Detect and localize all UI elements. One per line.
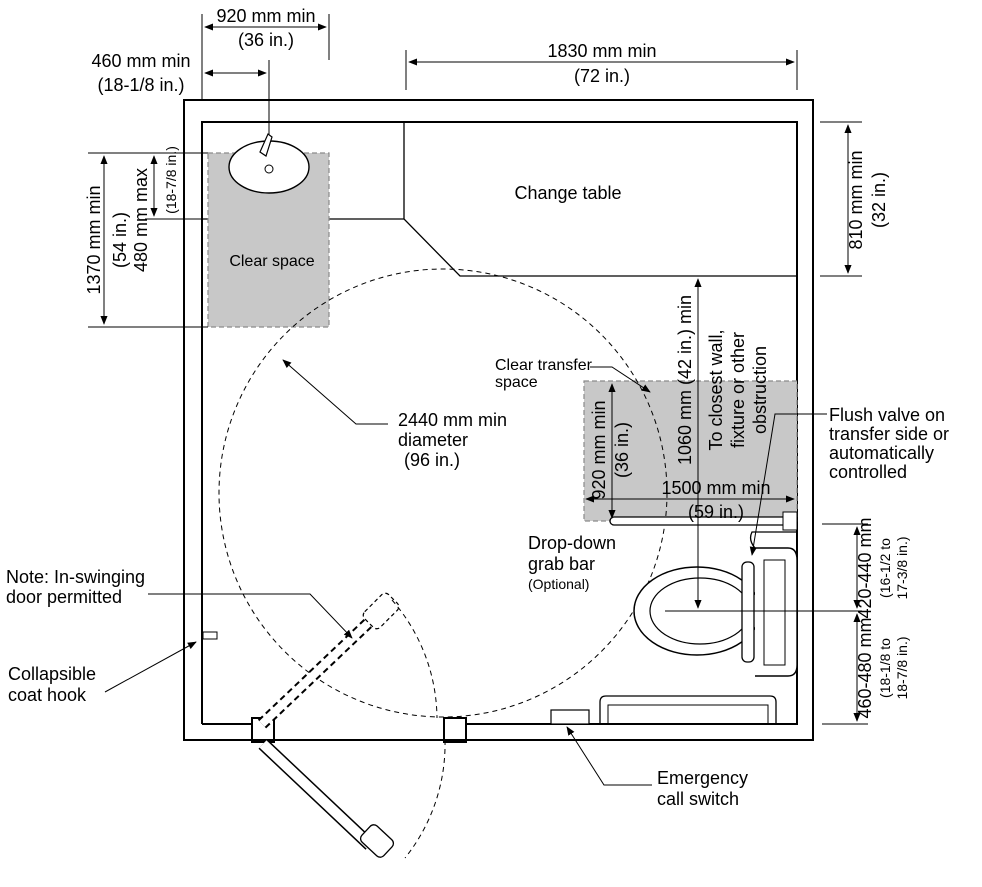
call-switch-2: call switch bbox=[657, 789, 739, 809]
coat-hook-1: Collapsible bbox=[8, 664, 96, 684]
dim-1370-in: (54 in.) bbox=[110, 212, 130, 268]
room-walls bbox=[183, 99, 814, 743]
dim-460-seat-in-2: 18-7/8 in.) bbox=[894, 636, 910, 699]
dim-1500-mm: 1500 mm min bbox=[661, 478, 770, 498]
call-switch-1: Emergency bbox=[657, 768, 748, 788]
coat-hook bbox=[202, 631, 218, 640]
dim-480-in: (18-7/8 in.) bbox=[163, 146, 179, 214]
change-table-label: Change table bbox=[514, 183, 621, 203]
dim-1500-in: (59 in.) bbox=[688, 502, 744, 522]
flush-valve-3: automatically bbox=[829, 443, 934, 463]
dim-810-in: (32 in.) bbox=[869, 172, 889, 228]
closest-wall-1: To closest wall, bbox=[706, 329, 726, 450]
dim-920-in: (36 in.) bbox=[238, 30, 294, 50]
leader-lines bbox=[104, 359, 827, 786]
dim-1830 bbox=[405, 50, 798, 90]
flush-valve-2: transfer side or bbox=[829, 424, 949, 444]
dim-1830-mm: 1830 mm min bbox=[547, 41, 656, 61]
dim-460-seat-in-1: (18-1/8 to bbox=[877, 638, 893, 698]
dim-420-in-2: 17-3/8 in.) bbox=[894, 536, 910, 599]
dim-810 bbox=[820, 121, 862, 277]
closest-wall-2: fixture or other bbox=[728, 332, 748, 448]
toilet bbox=[633, 531, 798, 677]
dim-920-mm: 920 mm min bbox=[216, 6, 315, 26]
rear-grab-bar bbox=[599, 695, 777, 724]
note-door-1: Note: In-swinging bbox=[6, 567, 145, 587]
dim-420-in-1: (16-1/2 to bbox=[877, 538, 893, 598]
clear-transfer-label-2: space bbox=[495, 374, 538, 391]
door-outward bbox=[258, 739, 446, 859]
dim-1060: 1060 mm (42 in.) min bbox=[675, 295, 695, 465]
clear-transfer-label-1: Clear transfer bbox=[495, 357, 593, 374]
grab-bar-label-2: grab bar bbox=[528, 554, 595, 574]
dim-460-mm: 460 mm min bbox=[91, 51, 190, 71]
note-door-2: door permitted bbox=[6, 587, 122, 607]
dim-420-mm: 420-440 mm bbox=[855, 517, 875, 618]
closest-wall-3: obstruction bbox=[750, 346, 770, 434]
door-jamb-right bbox=[443, 717, 467, 743]
dim-transfer bbox=[585, 278, 868, 725]
dim-460-seat-mm: 460-480 mm bbox=[855, 617, 875, 718]
turning-circle bbox=[218, 268, 668, 718]
dim-transfer-920-mm: 920 mm min bbox=[589, 400, 609, 499]
dim-transfer-920-in: (36 in.) bbox=[612, 422, 632, 478]
dim-460-in: (18-1/8 in.) bbox=[97, 75, 184, 95]
flush-valve-4: controlled bbox=[829, 462, 907, 482]
dim-1830-in: (72 in.) bbox=[574, 66, 630, 86]
dim-480-mm: 480 mm max bbox=[131, 168, 151, 272]
grab-bar-optional: (Optional) bbox=[528, 576, 589, 592]
sink bbox=[228, 133, 310, 194]
dim-810-mm: 810 mm min bbox=[846, 150, 866, 249]
grab-bar-label-1: Drop-down bbox=[528, 533, 616, 553]
flush-valve-1: Flush valve on bbox=[829, 405, 945, 425]
dim-920-460 bbox=[201, 14, 330, 135]
door-inswing bbox=[257, 592, 438, 729]
turning-circle-label-1: 2440 mm min bbox=[398, 410, 507, 430]
dim-1370-480 bbox=[88, 152, 208, 328]
call-switch-box bbox=[550, 709, 590, 725]
coat-hook-2: coat hook bbox=[8, 685, 87, 705]
lav-clear-space-label: Clear space bbox=[229, 253, 314, 270]
dim-1370-mm: 1370 mm min bbox=[84, 185, 104, 294]
turning-circle-label-3: (96 in.) bbox=[404, 450, 460, 470]
turning-circle-label-2: diameter bbox=[398, 430, 468, 450]
